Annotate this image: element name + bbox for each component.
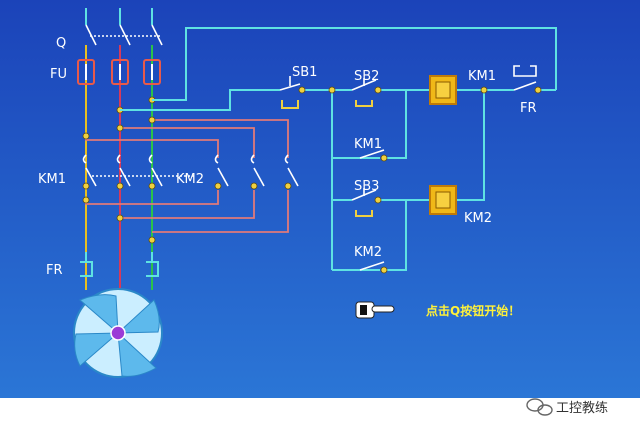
label-fr-contact: FR [520, 101, 537, 116]
reversing-wires [85, 119, 289, 233]
main-power-lines [85, 8, 153, 300]
km2-coil [429, 185, 457, 215]
pointing-hand-icon [355, 301, 395, 319]
label-km2-main: KM2 [176, 172, 204, 187]
label-km2-aux: KM2 [354, 245, 382, 260]
thermal-relay-fr [80, 252, 159, 277]
fr-contact [513, 65, 537, 91]
sb2-button[interactable] [351, 78, 377, 107]
label-fu: FU [50, 67, 67, 82]
label-km1-aux: KM1 [354, 137, 382, 152]
label-km1-main: KM1 [38, 172, 66, 187]
km2-aux-contact [359, 261, 385, 271]
km2-main-contacts [214, 154, 299, 187]
q-switch[interactable] [85, 24, 163, 46]
wechat-icon [526, 398, 553, 416]
km1-coil [429, 75, 457, 105]
label-sb2: SB2 [354, 69, 379, 84]
control-junction-dots [298, 86, 542, 274]
control-wires [120, 27, 557, 271]
instruction-text: 点击Q按钮开始！ [426, 303, 520, 318]
km1-main-contacts [82, 154, 196, 187]
label-sb1: SB1 [292, 65, 317, 80]
label-sb3: SB3 [354, 179, 379, 194]
watermark: 工控教练 [526, 398, 608, 416]
label-km1-coil: KM1 [468, 69, 496, 84]
sb1-button[interactable] [279, 76, 301, 109]
motor-fan [73, 288, 163, 378]
sb3-button[interactable] [351, 188, 377, 217]
label-fr-main: FR [46, 263, 63, 278]
fuses-fu [77, 59, 161, 85]
km1-aux-contact [359, 149, 385, 159]
label-km2-coil: KM2 [464, 211, 492, 226]
label-q: Q [56, 36, 66, 51]
watermark-text: 工控教练 [556, 400, 608, 416]
